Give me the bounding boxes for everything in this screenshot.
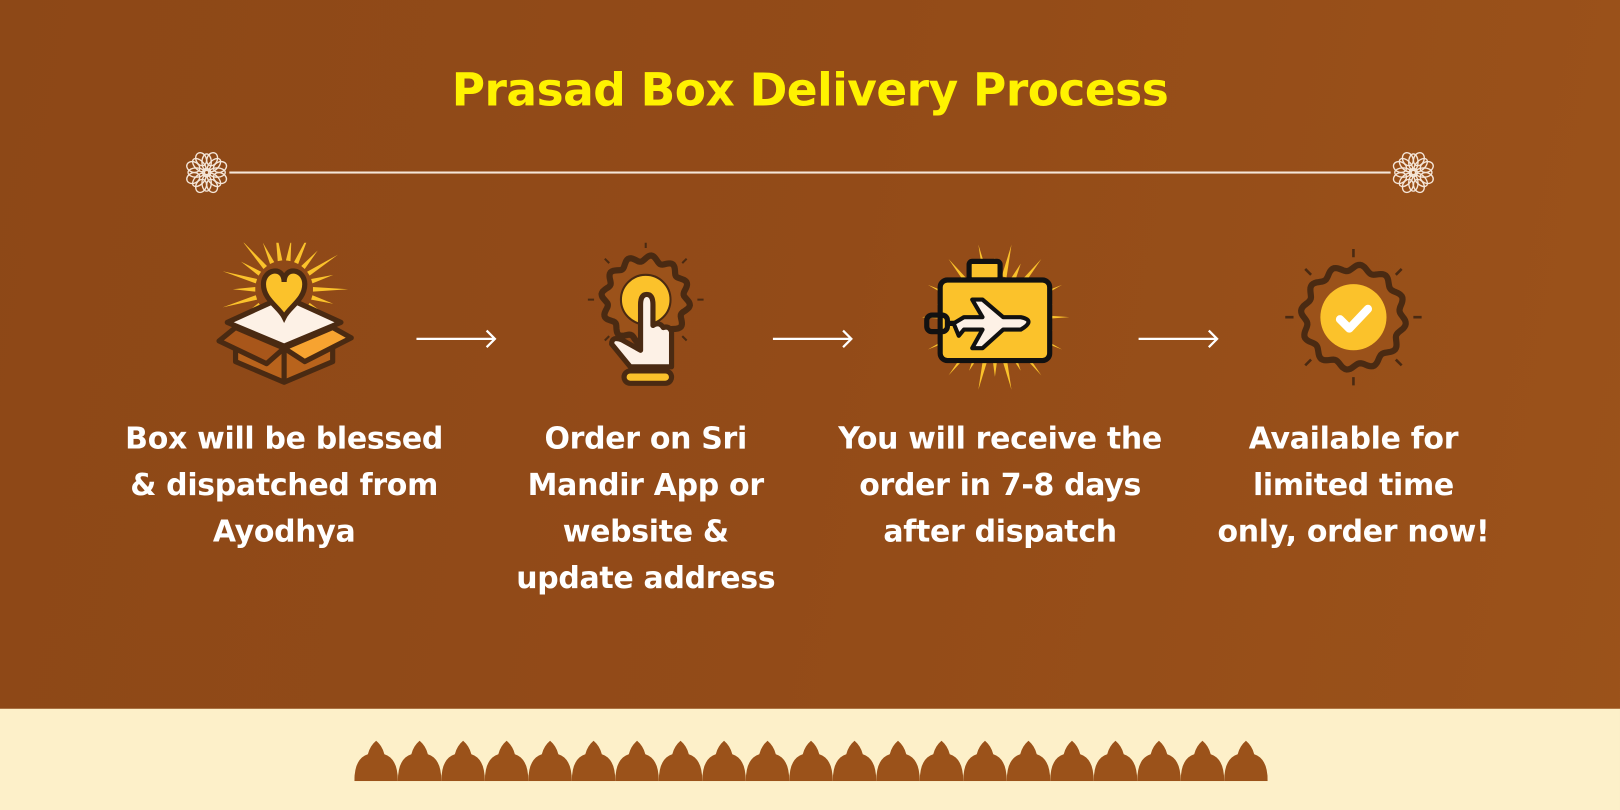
dome-shape	[919, 735, 964, 782]
gift-box-heart-icon	[216, 242, 354, 385]
dome-border-decoration	[354, 735, 1268, 782]
dome-shape	[571, 735, 616, 782]
dome-shape	[702, 735, 746, 782]
dome-shape	[1137, 735, 1181, 782]
page-title: Prasad Box Delivery Process	[451, 64, 1169, 117]
text-line: order in 7-8 days	[859, 466, 1141, 503]
dome-shape	[1006, 735, 1051, 782]
dome-shape	[963, 735, 1007, 782]
travel-suitcase-plane-icon	[922, 244, 1070, 390]
text-line: website &	[562, 513, 729, 549]
mandala-right-icon	[1392, 151, 1434, 194]
arrow-right-icon	[1138, 329, 1219, 348]
text-line: only, order now!	[1217, 513, 1490, 549]
text-line: Order on Sri	[544, 420, 747, 456]
step-4-description: Available for limited time only, order n…	[1178, 415, 1529, 554]
dome-shape	[528, 735, 572, 782]
step-2-description: Order on Sri Mandir App or website & upd…	[470, 415, 821, 601]
dome-shape	[1093, 735, 1138, 782]
dome-shape	[484, 735, 529, 782]
text-line: Mandir App or	[527, 466, 764, 503]
dome-shape	[441, 735, 485, 782]
verified-badge-icon	[1285, 248, 1422, 386]
dome-shape	[397, 735, 442, 782]
arrow-right-icon	[416, 329, 497, 348]
dome-shape	[1224, 735, 1268, 782]
tap-button-icon	[587, 242, 704, 386]
dome-shape	[1050, 735, 1094, 782]
divider-line	[229, 171, 1391, 174]
dome-shape	[615, 735, 659, 782]
step-3-description: You will receive the order in 7-8 days a…	[824, 415, 1175, 554]
text-line: Ayodhya	[212, 513, 356, 549]
text-line: limited time	[1252, 466, 1454, 503]
dome-shape	[658, 735, 703, 782]
step-1-description: Box will be blessed & dispatched from Ay…	[108, 415, 459, 554]
text-line: Available for	[1248, 420, 1459, 456]
arrow-right-icon	[772, 329, 853, 348]
mandala-left-icon	[186, 151, 228, 194]
text-line: You will receive the	[838, 420, 1162, 456]
dome-shape	[832, 735, 877, 782]
dome-shape	[789, 735, 833, 782]
dome-shape	[354, 735, 398, 782]
text-line: update address	[516, 559, 776, 596]
text-line: & dispatched from	[130, 466, 438, 503]
text-line: after dispatch	[883, 513, 1117, 549]
dome-shape	[1180, 735, 1225, 782]
dome-shape	[745, 735, 790, 782]
text-line: Box will be blessed	[125, 420, 444, 456]
dome-shape	[876, 735, 920, 782]
